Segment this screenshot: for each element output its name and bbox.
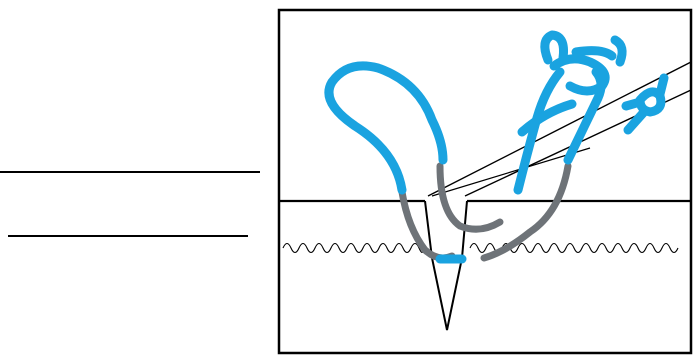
wound-incision: [424, 200, 468, 331]
dermis-wave-right: [469, 242, 679, 254]
suture-tail-end-3: [621, 97, 645, 111]
dermis-wave-left: [282, 242, 424, 254]
suture-knot-strand: [571, 46, 617, 61]
suture-external: [324, 30, 669, 264]
diagram-frame: [277, 8, 693, 355]
thread-guide-line-mid: [431, 147, 591, 197]
label-blank-2: [8, 235, 248, 237]
thread-guide-line-upper: [427, 61, 692, 197]
suture-knot-loop-1: [540, 30, 568, 65]
suture-tail-end-1: [655, 73, 669, 99]
suture-knot-loop-2: [549, 54, 610, 96]
suture-right-limb-2: [563, 67, 606, 165]
suture-left-loop: [324, 61, 448, 195]
label-blank-1: [0, 171, 260, 173]
suture-tail-end-2: [623, 107, 649, 135]
suture-below-middle: [436, 162, 504, 233]
suture-cross-strand: [517, 99, 577, 137]
suture-below-right: [480, 162, 572, 262]
suture-free-end-1: [610, 35, 627, 67]
